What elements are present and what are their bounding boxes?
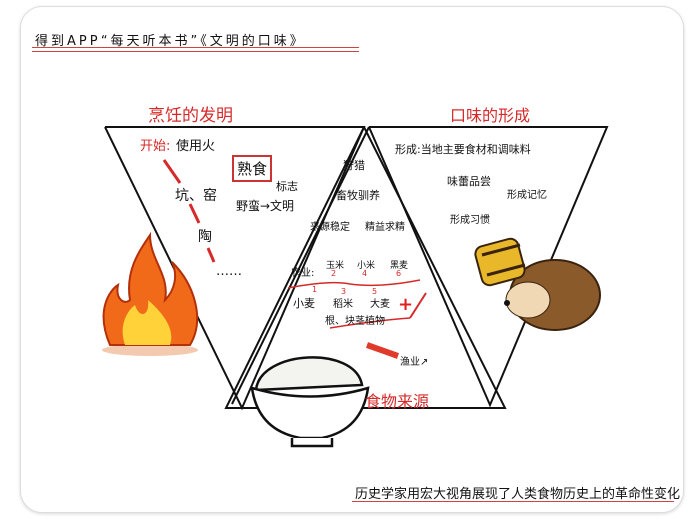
crop-number: 1: [312, 285, 318, 294]
herding-label: 畜牧驯养: [336, 189, 380, 202]
crop-rice: 稻米: [333, 299, 353, 310]
agriculture-label: 农业:: [291, 268, 315, 279]
memory-label: 形成记忆: [507, 190, 547, 201]
taste-buds-label: 味蕾品尝: [447, 175, 491, 188]
start-label: 开始:: [140, 139, 171, 154]
crop-wheat: 小麦: [293, 297, 315, 310]
footer-underline: [352, 501, 674, 502]
illustration-card: [20, 6, 684, 513]
crop-millet: 小米: [357, 261, 376, 271]
ellipsis: ……: [216, 264, 242, 279]
civilization-label: 野蛮→文明: [236, 199, 295, 213]
plus-icon: +: [398, 294, 413, 315]
header-title: 得到APP“每天听本书”《文明的口味》: [35, 34, 306, 49]
fire-icon: [102, 231, 199, 356]
hunting-label: 狩猎: [343, 159, 365, 172]
start-text: 使用火: [176, 139, 216, 154]
roots-label: 根、块茎植物: [325, 316, 385, 327]
section-title-cooking: 烹饪的发明: [148, 106, 233, 126]
header-underline: [32, 47, 359, 52]
middle-triangle: [224, 126, 507, 409]
crop-number: 3: [341, 287, 347, 296]
crop-number: 5: [372, 287, 378, 296]
footer-caption: 历史学家用宏大视角展现了人类食物历史上的革命性变化: [355, 487, 681, 502]
fishery-label: 渔业↗: [400, 357, 429, 368]
crop-rye: 黑麦: [390, 261, 409, 271]
crop-number: 6: [396, 269, 402, 278]
crop-corn: 玉米: [326, 261, 345, 271]
taste-line1: 形成:当地主要食材和调味料: [395, 143, 531, 156]
section-title-food-source: 食物来源: [365, 392, 430, 411]
cooked-food-box: 熟食: [232, 155, 273, 182]
stable-source-label: 来源稳定: [310, 222, 350, 233]
hedgehog-barrel-icon: [474, 237, 601, 331]
habit-label: 形成习惯: [450, 215, 490, 226]
refine-label: 精益求精: [365, 222, 405, 233]
section-title-taste: 口味的形成: [450, 106, 531, 125]
crop-number: 2: [331, 269, 337, 278]
step-pottery: 陶: [198, 229, 212, 245]
rice-bowl-icon: [250, 356, 370, 448]
step-pit-kiln: 坑、窑: [175, 188, 217, 204]
crop-number: 4: [362, 269, 368, 278]
mark-label: 标志: [276, 180, 298, 193]
crop-barley: 大麦: [370, 299, 390, 310]
